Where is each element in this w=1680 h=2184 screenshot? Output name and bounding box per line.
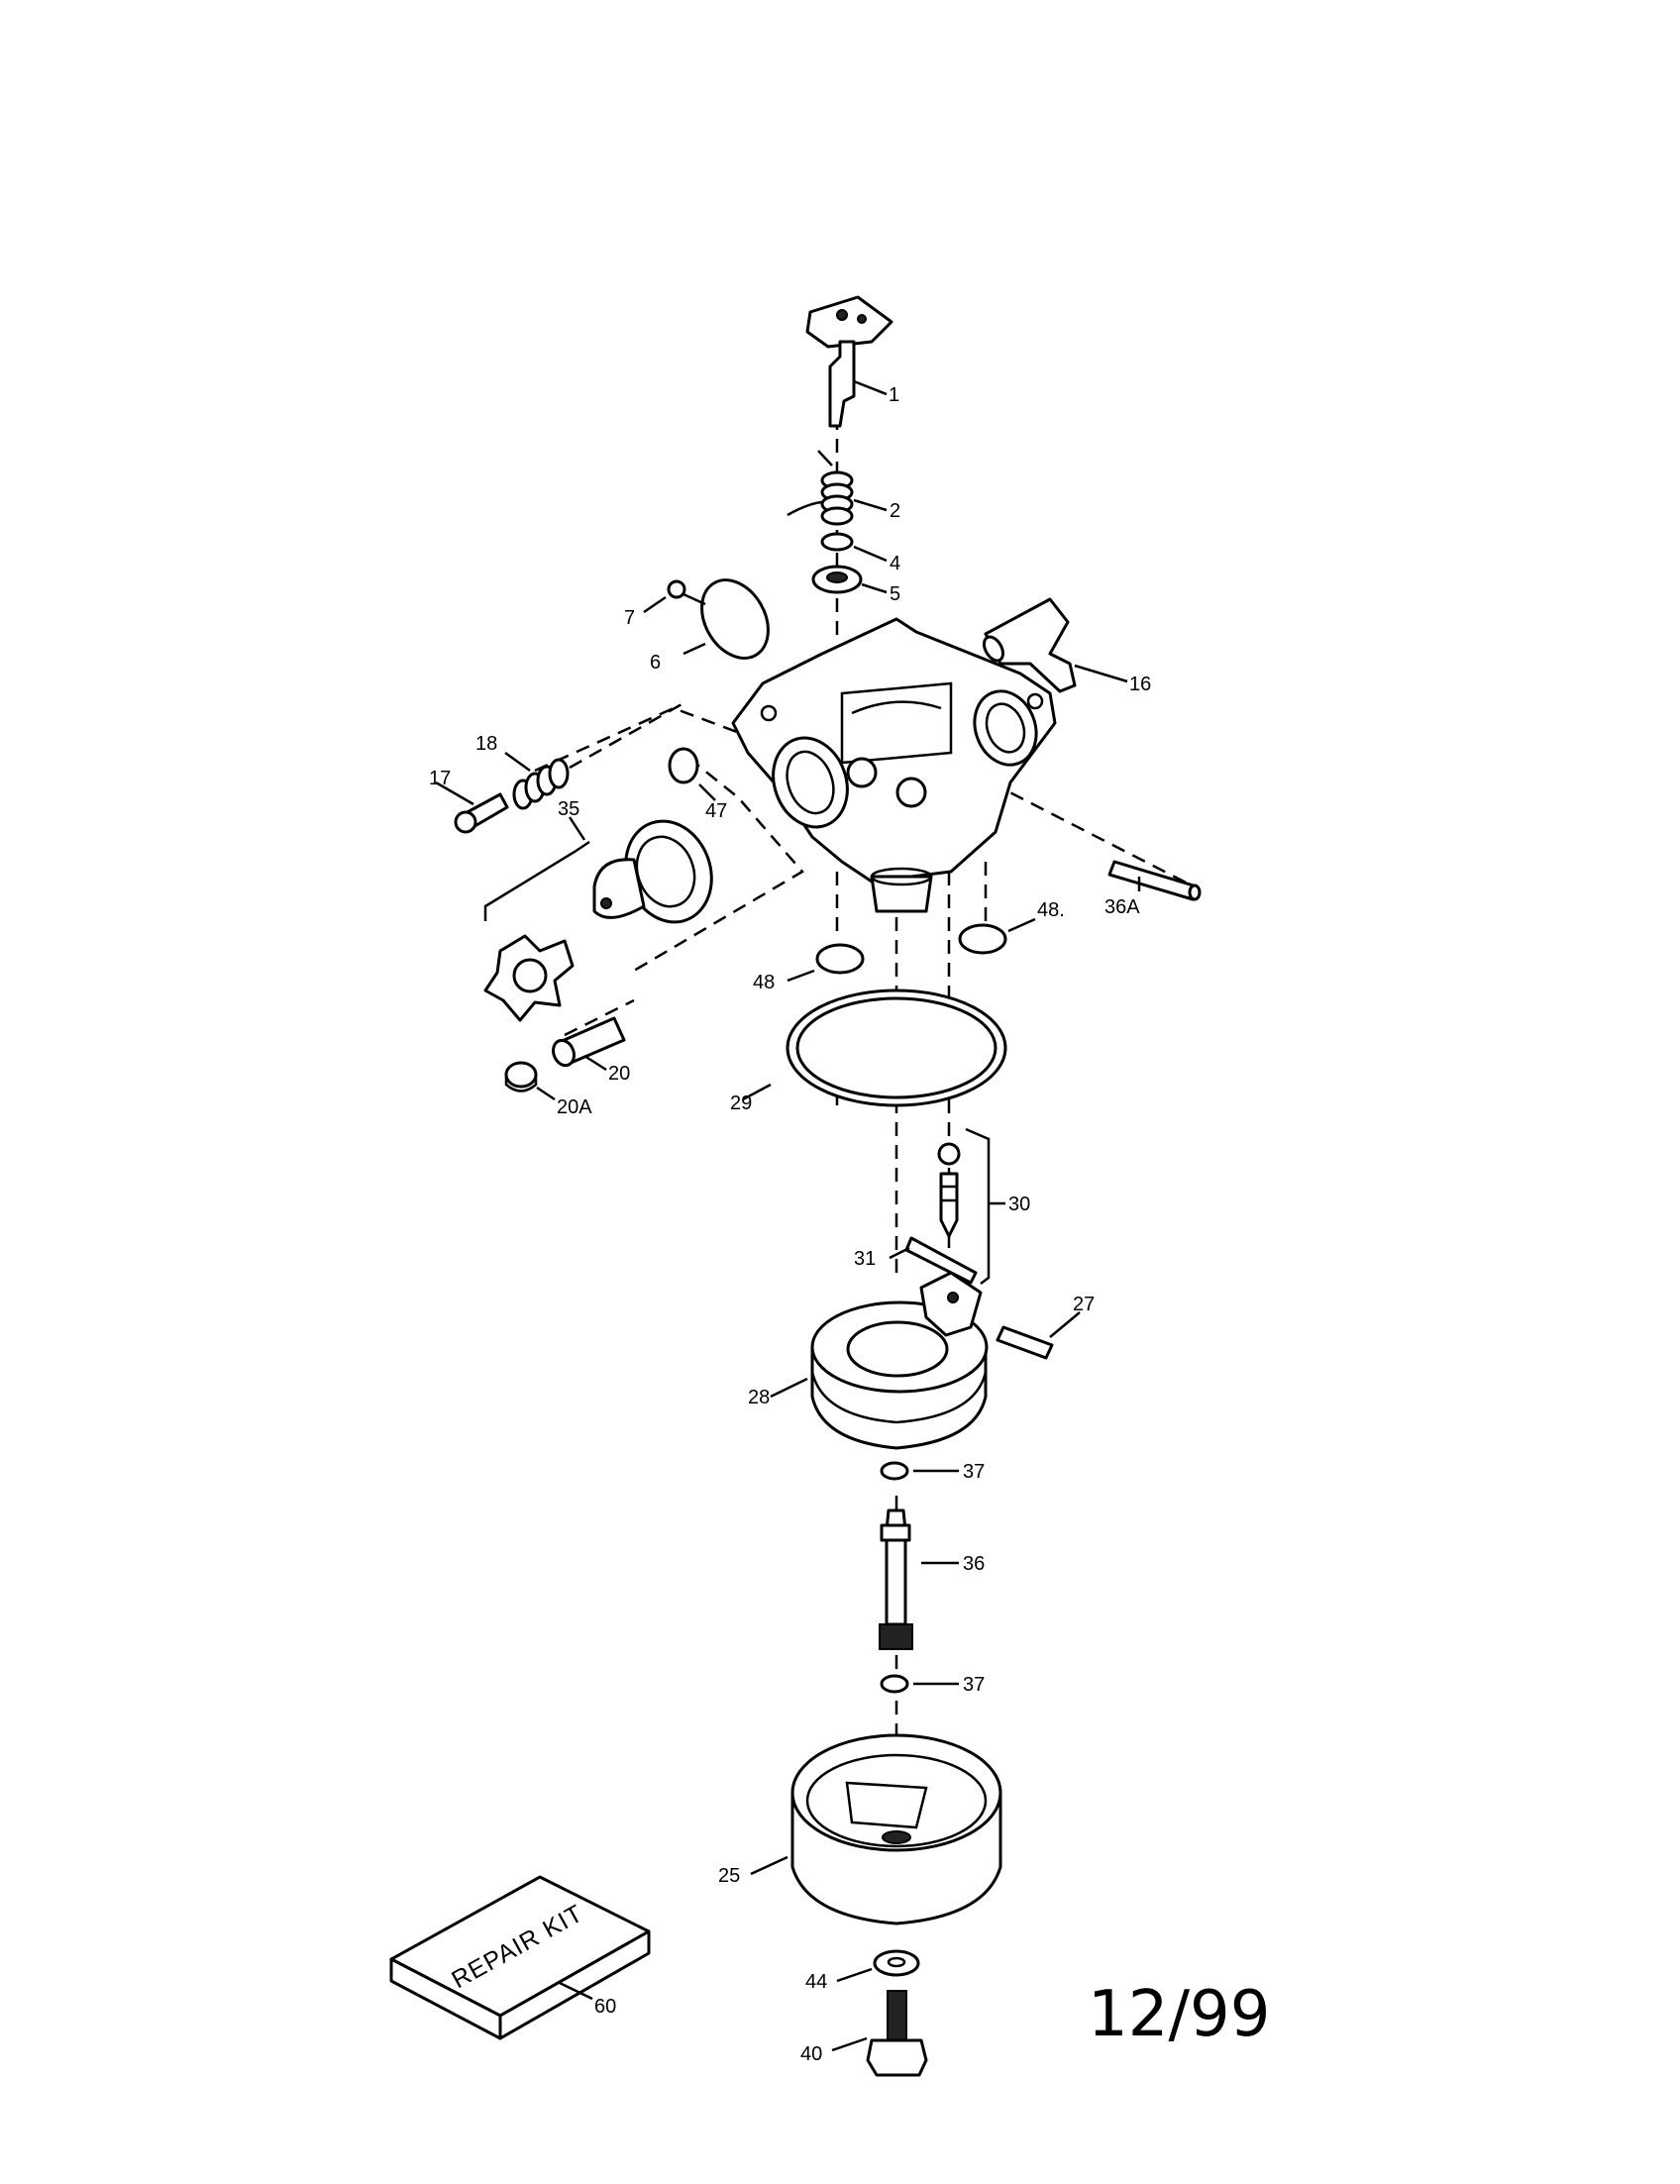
idle-screw-spring bbox=[512, 758, 570, 810]
callout-28: 28 bbox=[748, 1387, 770, 1408]
primer-retainer bbox=[552, 1016, 626, 1068]
callout-16: 16 bbox=[1129, 674, 1151, 695]
date-code: 12/99 bbox=[1088, 1978, 1270, 2051]
o-ring-upper bbox=[880, 1461, 909, 1481]
callout-31: 31 bbox=[854, 1248, 876, 1270]
float bbox=[810, 1271, 989, 1450]
primer-assembly bbox=[483, 819, 713, 1022]
callout-30: 30 bbox=[1008, 1194, 1030, 1215]
callout-20: 20 bbox=[608, 1063, 630, 1085]
callout-4: 4 bbox=[890, 553, 900, 574]
throttle-return-spring bbox=[787, 450, 854, 526]
welch-plug bbox=[668, 747, 699, 784]
inlet-needle-and-seat bbox=[937, 1142, 961, 1238]
idle-speed-screw bbox=[454, 792, 509, 834]
bowl-retaining-nut bbox=[866, 1990, 928, 2077]
callout-29: 29 bbox=[730, 1092, 752, 1114]
callout-7: 7 bbox=[624, 607, 635, 629]
callout-35: 35 bbox=[558, 798, 579, 820]
repair-kit-box: REPAIR KIT bbox=[389, 1875, 651, 2040]
shaft-washer bbox=[820, 532, 854, 552]
o-ring-lower bbox=[880, 1674, 909, 1694]
callout-60: 60 bbox=[594, 1996, 616, 2018]
callout-6: 6 bbox=[650, 652, 661, 674]
callout-18: 18 bbox=[475, 733, 497, 755]
inlet-needle-clip bbox=[904, 1236, 978, 1285]
callout-2: 2 bbox=[890, 500, 900, 522]
callout-5: 5 bbox=[890, 583, 900, 605]
carburetor-body bbox=[731, 617, 1057, 913]
callout-25: 25 bbox=[718, 1865, 740, 1887]
primer-cap bbox=[504, 1061, 538, 1092]
callout-47: 47 bbox=[705, 800, 727, 822]
welch-plug-right bbox=[958, 923, 1007, 955]
welch-plug-left bbox=[815, 943, 865, 975]
callout-17: 17 bbox=[429, 768, 451, 789]
throttle-plate-screw bbox=[667, 579, 706, 606]
float-bowl-gasket bbox=[786, 988, 1007, 1107]
float-bowl bbox=[790, 1733, 1002, 1925]
float-shaft bbox=[996, 1325, 1054, 1360]
shaft-dust-seal bbox=[811, 565, 863, 594]
callout-37-lower: 37 bbox=[963, 1674, 985, 1696]
fuel-inlet-fitting bbox=[983, 597, 1077, 693]
callout-1: 1 bbox=[889, 384, 899, 406]
callout-37-upper: 37 bbox=[963, 1461, 985, 1483]
callout-48-left: 48 bbox=[753, 972, 775, 993]
callout-48-right: 48. bbox=[1037, 899, 1065, 921]
throttle-shaft-lever bbox=[805, 295, 893, 428]
callout-27: 27 bbox=[1073, 1294, 1095, 1315]
main-jet-nozzle bbox=[879, 1508, 913, 1650]
callout-44: 44 bbox=[805, 1971, 827, 1993]
callout-40: 40 bbox=[800, 2043, 822, 2065]
float-hinge-pin-long bbox=[1107, 860, 1202, 901]
bowl-nut-washer bbox=[873, 1949, 920, 1977]
throttle-plate bbox=[700, 578, 770, 660]
callout-20a: 20A bbox=[557, 1096, 592, 1118]
callout-36a: 36A bbox=[1104, 896, 1140, 918]
callout-36: 36 bbox=[963, 1553, 985, 1575]
